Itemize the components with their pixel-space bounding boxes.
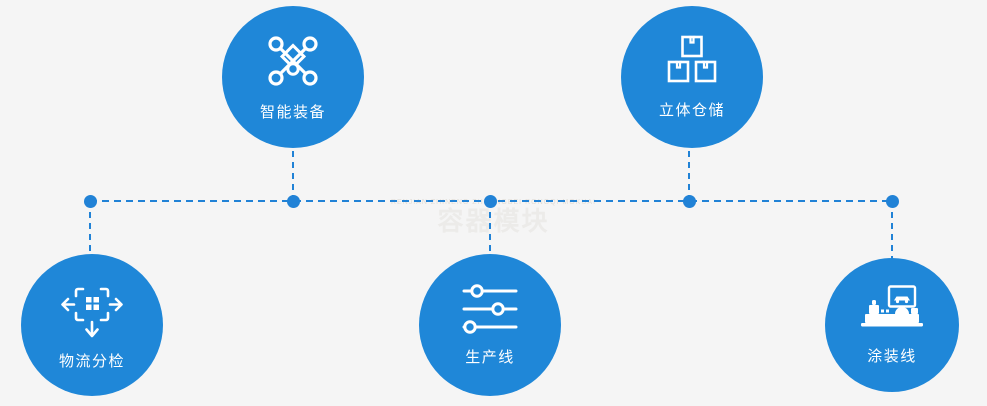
circle-production-line[interactable]: 生产线 (419, 254, 561, 396)
watermark-title: 容器模块 (437, 206, 550, 236)
bus-node-production-line[interactable] (483, 194, 497, 208)
sliders-icon (460, 283, 520, 339)
bus-node-smart-equipment[interactable] (286, 194, 300, 208)
bus-node-logistics[interactable] (83, 194, 97, 208)
circle-label-warehouse: 立体仓储 (658, 101, 725, 119)
workstation-monitor-icon (859, 284, 925, 338)
circle-painting-line[interactable]: 涂装线 (825, 258, 959, 392)
bus-node-painting-line[interactable] (885, 194, 899, 208)
circle-smart-equipment[interactable]: 智能装备 (222, 6, 364, 148)
circle-label-smart-equipment: 智能装备 (259, 103, 326, 121)
bus-node-warehouse[interactable] (682, 194, 696, 208)
circle-label-production-line: 生产线 (465, 348, 515, 366)
stacked-boxes-icon (665, 35, 719, 92)
sorting-scan-icon (61, 280, 123, 343)
circle-logistics-sorting[interactable]: 物流分检 (21, 254, 163, 396)
circle-label-painting-line: 涂装线 (867, 347, 917, 365)
network-nodes-icon (265, 33, 321, 94)
circle-label-logistics-sorting: 物流分检 (58, 352, 125, 370)
circle-warehouse[interactable]: 立体仓储 (621, 6, 763, 148)
